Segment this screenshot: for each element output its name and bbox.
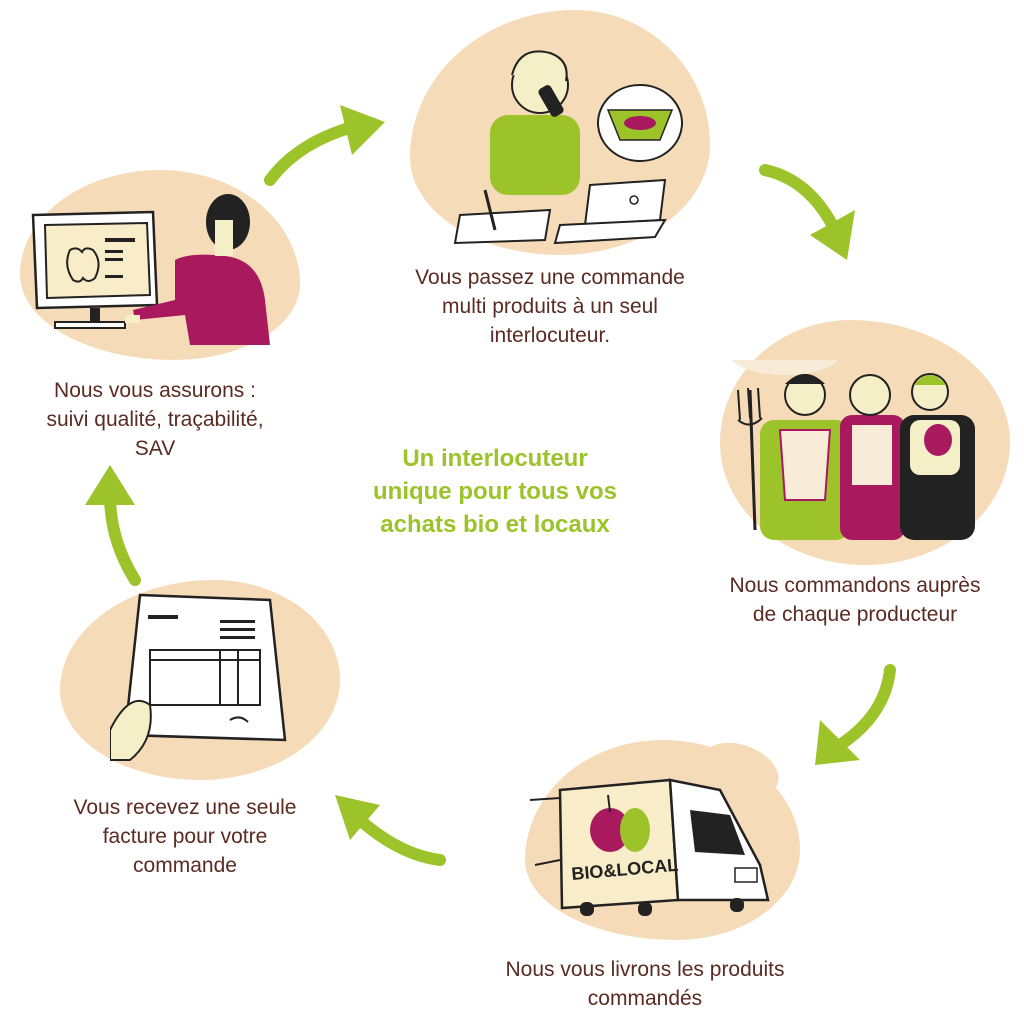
center-title-line: unique pour tous vos [373,478,617,505]
arrow-invoice-to-quality [85,465,141,586]
caption-line: Nous commandons auprès [729,574,981,597]
order-illustration [453,50,683,245]
center-title-line: achats bio et locaux [380,511,610,538]
invoice-illustration [110,593,287,761]
caption-line: de chaque producteur [752,603,958,626]
caption-order: Vous passez une commande multi produits … [370,263,730,350]
arrow-delivery-to-invoice [335,795,446,866]
caption-line: commandés [587,987,703,1010]
caption-quality: Nous vous assurons : suivi qualité, traç… [0,376,310,463]
producers-illustration [731,360,975,540]
caption-producers: Nous commandons auprès de chaque product… [690,571,1020,629]
caption-line: multi produits à un seul [442,295,658,318]
arrow-order-to-producers [759,164,855,260]
caption-line: suivi qualité, traçabilité, [46,408,264,431]
arrow-producers-to-delivery [815,664,896,765]
quality-illustration [31,194,270,345]
caption-delivery: Nous vous livrons les produits commandés [455,955,835,1013]
caption-line: Vous passez une commande [415,266,685,289]
caption-invoice: Vous recevez une seule facture pour votr… [30,793,340,880]
delivery-illustration: BIO&LOCAL [530,778,770,916]
caption-line: interlocuteur. [489,324,611,347]
center-title-line: Un interlocuteur [402,445,588,472]
caption-line: commande [133,854,237,877]
caption-line: Vous recevez une seule [73,796,297,819]
caption-line: SAV [134,437,176,460]
caption-line: Nous vous livrons les produits [505,958,785,981]
center-title: Un interlocuteur unique pour tous vos ac… [330,442,660,541]
caption-line: Nous vous assurons : [54,379,256,402]
caption-line: facture pour votre [102,825,268,848]
arrow-quality-to-order [264,105,385,186]
